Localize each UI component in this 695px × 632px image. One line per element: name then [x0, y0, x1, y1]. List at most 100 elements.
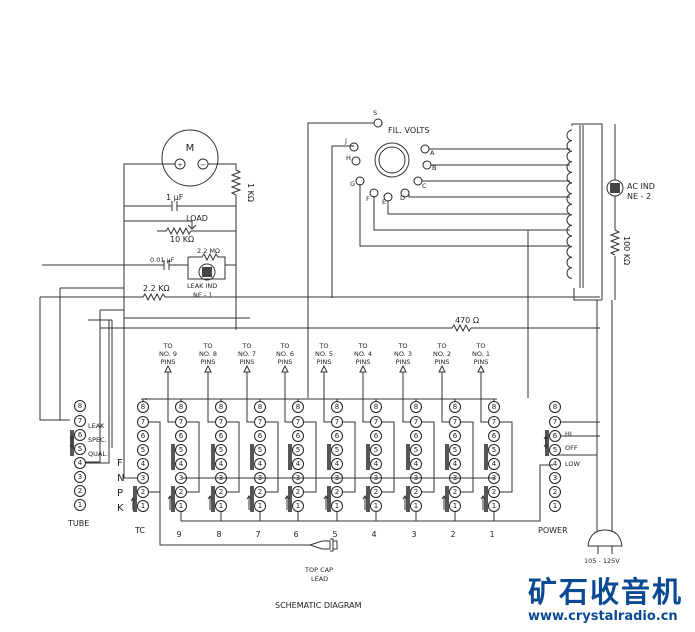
fil-volts-label: FIL. VOLTS	[388, 126, 429, 135]
tc-label: TC	[134, 526, 145, 535]
pin-circle	[370, 500, 382, 512]
pin-circle	[370, 416, 382, 428]
pin-number: 3	[553, 474, 557, 482]
column-number: 8	[216, 530, 221, 539]
pin-circle	[549, 444, 561, 456]
pin-number: 8	[414, 403, 418, 411]
pin-circle	[410, 401, 422, 413]
to-pins-label: PINS	[278, 358, 293, 366]
pin-circle	[488, 500, 500, 512]
pin-circle	[292, 458, 304, 470]
switch-wafer	[288, 486, 292, 512]
neon-lamp-ne1	[198, 263, 216, 281]
pin-circle	[74, 443, 86, 455]
to-pins-label: NO. 8	[199, 350, 217, 358]
arrow-up-icon	[204, 364, 212, 373]
pin-circle	[292, 416, 304, 428]
arrow-up-icon	[438, 364, 446, 373]
pin-number: 7	[492, 418, 496, 426]
switch-wafer	[171, 444, 175, 470]
pin-number: 5	[335, 446, 339, 454]
to-pins-label: TO	[475, 342, 485, 350]
watermark-line-1: 矿石收音机	[528, 575, 684, 609]
to-pins-label: NO. 1	[472, 350, 490, 358]
to-pins-label: TO	[241, 342, 251, 350]
pin-circle	[292, 486, 304, 498]
switch-direction-icon	[167, 495, 173, 510]
switch-wafer	[545, 430, 549, 456]
pin-circle	[254, 401, 266, 413]
fil-tap-label: S	[373, 109, 377, 117]
top-cap-label-2: LEAD	[311, 575, 328, 583]
fil-tap-label: G	[350, 180, 355, 188]
column-number: 2	[450, 530, 455, 539]
pin-number: 8	[219, 403, 223, 411]
pin-number: 6	[179, 432, 184, 440]
pin-number: 1	[179, 502, 183, 510]
to-pins-label: PINS	[201, 358, 216, 366]
pin-number: 6	[78, 431, 83, 439]
label-470: 470 Ω	[455, 316, 479, 325]
pin-circle	[331, 401, 343, 413]
to-pins-label: NO. 3	[394, 350, 412, 358]
pin-circle	[137, 486, 149, 498]
pin-circle	[254, 500, 266, 512]
switch-wafer	[445, 486, 449, 512]
pin-circle	[74, 485, 86, 497]
column-number: 7	[255, 530, 260, 539]
arrow-up-icon	[320, 364, 328, 373]
pin-circle	[370, 430, 382, 442]
pin-circle	[74, 471, 86, 483]
pin-number: 6	[414, 432, 419, 440]
switch-wafer	[366, 486, 370, 512]
to-pins-label: PINS	[240, 358, 255, 366]
label-2-2k: 2.2 KΩ	[143, 284, 170, 293]
pin-number: 4	[141, 460, 146, 468]
fil-tap-F	[369, 188, 379, 198]
to-pins-label: NO. 9	[159, 350, 177, 358]
switch-wafer	[406, 444, 410, 470]
watermark-line-2: www.crystalradio.cn	[528, 609, 678, 624]
pin-circle	[549, 416, 561, 428]
pin-number: 4	[414, 460, 419, 468]
label-100k: 100 KΩ	[622, 236, 631, 265]
label-load: LOAD	[186, 214, 208, 223]
pin-number: 6	[553, 432, 558, 440]
pin-circle	[331, 416, 343, 428]
pin-number: 8	[374, 403, 378, 411]
to-pins-label: PINS	[396, 358, 411, 366]
to-pins-label: PINS	[474, 358, 489, 366]
pin-number: 4	[553, 460, 558, 468]
fil-tap-label: D	[400, 194, 405, 202]
switch-direction-icon	[323, 495, 329, 510]
pin-circle	[215, 416, 227, 428]
pin-circle	[254, 458, 266, 470]
watermark: 矿石收音机 www.crystalradio.cn	[528, 576, 683, 625]
element-label: P	[117, 488, 123, 499]
label-ac-ind: AC IND	[627, 182, 655, 191]
pin-circle	[370, 458, 382, 470]
switch-direction-icon	[480, 495, 486, 510]
pin-number: 2	[374, 488, 378, 496]
to-pins-label: PINS	[161, 358, 176, 366]
arrow-up-icon	[281, 364, 289, 373]
switch-wafer	[171, 486, 175, 512]
pin-circle	[410, 500, 422, 512]
pin-number: 7	[374, 418, 378, 426]
pin-number: 4	[78, 459, 83, 467]
pin-number: 7	[414, 418, 418, 426]
pin-circle	[74, 499, 86, 511]
pin-number: 2	[258, 488, 262, 496]
